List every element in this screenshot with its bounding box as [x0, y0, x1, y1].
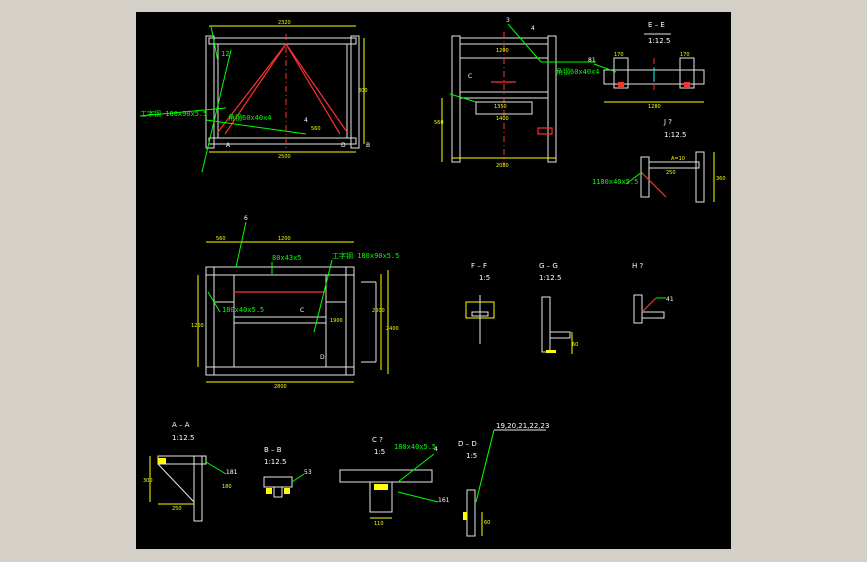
- tl-label-12: 12: [221, 50, 229, 58]
- c-scale: 1:5: [374, 448, 385, 456]
- aa-label: 181: [226, 469, 238, 476]
- mv-label-6: 6: [244, 215, 248, 222]
- cad-drawing-viewport[interactable]: 2320 2500 300 560 B D A 4 12 工字钢 180x90x…: [136, 12, 731, 549]
- mv-leader-1: 80x43x5: [272, 254, 302, 262]
- dd-scale: 1:5: [466, 452, 477, 460]
- section-aa: A – A 1:12.5 300 250 180 181: [143, 421, 238, 522]
- aa-title: A – A: [172, 421, 190, 429]
- tl-label-d: D: [341, 142, 346, 149]
- mv-dim-mid: 1900: [330, 318, 343, 324]
- tr-dim-3: 1400: [496, 116, 509, 122]
- j-scale: 1:12.5: [664, 131, 686, 139]
- dd-dim: 60: [484, 520, 490, 526]
- j-label: A=10: [671, 156, 685, 162]
- section-bb: B – B 1:12.5 53: [263, 446, 312, 498]
- section-j: J ? 1:12.5 360 250 A=10 1180x40x5.5: [592, 118, 726, 203]
- aa-dim-1: 300: [143, 478, 153, 484]
- mv-leader-2: 工字钢 180x90x5.5: [332, 251, 399, 260]
- gg-scale: 1:12.5: [539, 274, 561, 282]
- tr-dim-left: 560: [434, 120, 444, 126]
- j-leader: 1180x40x5.5: [592, 178, 638, 186]
- mv-label-d: D: [320, 354, 325, 361]
- tr-label-3: 3: [506, 17, 510, 24]
- dd-parts: 19,20,21,22,23: [496, 422, 549, 430]
- dd-title: D – D: [458, 440, 477, 448]
- mv-dim-bottom: 2800: [274, 384, 287, 390]
- bb-title: B – B: [264, 446, 282, 454]
- tr-label-c: C: [468, 73, 472, 80]
- cad-drawing-canvas: 2320 2500 300 560 B D A 4 12 工字钢 180x90x…: [139, 17, 726, 537]
- tl-label-a: A: [226, 142, 231, 149]
- c-label-4: 4: [434, 446, 438, 453]
- bb-label: 53: [304, 469, 312, 476]
- c-label: 161: [438, 497, 450, 504]
- tl-leader-1: 工字钢 180x90x5.5: [140, 109, 207, 118]
- ee-title: E – E: [648, 21, 665, 29]
- ee-label: 81: [588, 57, 596, 64]
- j-dim-2: 250: [666, 170, 676, 176]
- ee-dim-3: 1280: [648, 104, 661, 110]
- bb-scale: 1:12.5: [264, 458, 286, 466]
- tl-dim-right: 300: [358, 88, 368, 94]
- c-leader: 180x40x5.5: [394, 443, 436, 451]
- aa-dim-2: 250: [172, 506, 182, 512]
- section-dd: D – D 1:5 19,20,21,22,23 60: [458, 422, 549, 537]
- h-title: H ?: [632, 262, 643, 270]
- ff-title: F – F: [471, 262, 487, 270]
- mv-label-c: C: [300, 307, 304, 314]
- top-left-view: 2320 2500 300 560 B D A 4 12 工字钢 180x90x…: [139, 20, 370, 173]
- mv-dim-top: 1200: [278, 236, 291, 242]
- tl-leader-2: 角钢60x40x4: [228, 113, 272, 122]
- mv-dim-right-2: 2400: [386, 326, 399, 332]
- section-c: C ? 1:5 110 180x40x5.5 4 161: [339, 436, 450, 527]
- tr-dim-2: 1350: [494, 104, 507, 110]
- tl-dim-bottom: 2500: [278, 154, 291, 160]
- section-h: H ? 41: [632, 262, 674, 324]
- mv-dim-right-1: 2000: [372, 308, 385, 314]
- h-label: 41: [666, 296, 674, 303]
- aa-dim-3: 180: [222, 484, 232, 490]
- aa-scale: 1:12.5: [172, 434, 194, 442]
- section-ee: E – E 1:12.5 1280 170 170 81: [588, 21, 705, 110]
- tl-label-b: B: [366, 142, 370, 149]
- ee-dim-2: 170: [680, 52, 690, 58]
- mv-dim-top-left: 560: [216, 236, 226, 242]
- ee-dim-1: 170: [614, 52, 624, 58]
- mv-dim-left: 1200: [191, 323, 204, 329]
- gg-title: G – G: [539, 262, 558, 270]
- tr-leader-1: 角钢60x40x4: [556, 67, 600, 76]
- tl-label-4: 4: [304, 117, 308, 124]
- tl-dim-small: 560: [311, 126, 321, 132]
- ff-scale: 1:5: [479, 274, 490, 282]
- c-title: C ?: [372, 436, 383, 444]
- tr-dim-1: 1200: [496, 48, 509, 54]
- j-dim-1: 360: [716, 176, 726, 182]
- tr-label-4: 4: [531, 25, 535, 32]
- middle-view: 1200 560 2800 2000 2400 1200 1900 6 80x4…: [191, 215, 399, 390]
- gg-dim: 60: [572, 342, 578, 348]
- top-right-view: 2080 560 1200 1350 1400 3 4 C 角钢60x40x4: [434, 17, 600, 169]
- tl-dim-top: 2320: [278, 20, 291, 26]
- section-ff: F – F 1:5: [465, 262, 495, 344]
- j-title: J ?: [663, 118, 672, 126]
- c-dim: 110: [374, 521, 384, 527]
- mv-leader-3: 180x40x5.5: [222, 306, 264, 314]
- ee-scale: 1:12.5: [648, 37, 670, 45]
- section-gg: G – G 1:12.5 60: [539, 262, 578, 354]
- tr-dim-width: 2080: [496, 163, 509, 169]
